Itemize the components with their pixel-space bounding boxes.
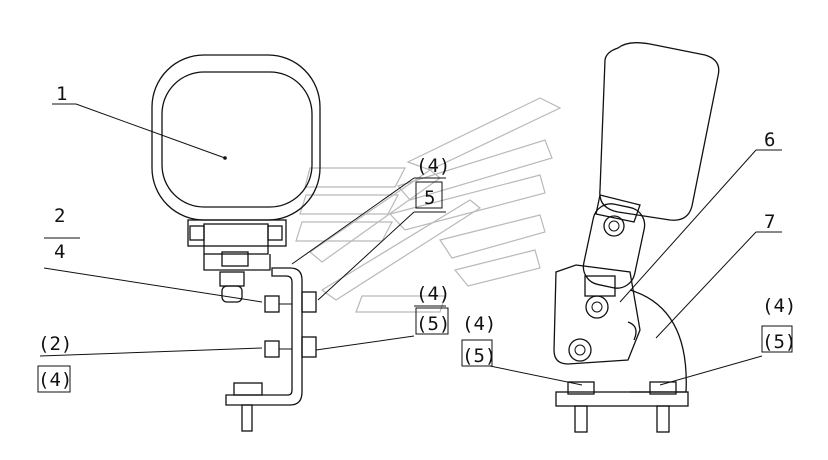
callout-2: 2 — [54, 205, 65, 227]
clamp-lip — [627, 321, 637, 341]
leader-lines — [37, 103, 793, 393]
clamp-washer — [585, 295, 609, 319]
pivot-bolt-end — [221, 285, 243, 303]
lamp-lens — [161, 71, 313, 208]
lamp-bracket-lower — [203, 254, 271, 271]
callout-1: 1 — [56, 83, 67, 105]
base-bolt-left — [574, 405, 588, 433]
callout-4-paren-mid: (4) — [416, 283, 450, 305]
arm-top-pivot — [603, 215, 625, 237]
clamp-bolt — [568, 338, 592, 362]
clamp-nut — [584, 275, 616, 297]
base-plate — [555, 391, 689, 407]
callout-5-paren-mid: (5) — [416, 313, 450, 335]
base-bracket-curve — [629, 289, 687, 393]
adjust-arm — [582, 203, 646, 289]
base-bolt-shank — [241, 404, 253, 432]
callout-4: 4 — [54, 241, 65, 263]
work-lamp-side-view — [553, 42, 720, 433]
lamp-mount-base — [187, 219, 287, 247]
clamp-plate — [553, 264, 641, 365]
company-logo-watermark — [295, 97, 562, 313]
lug-nut-right — [267, 225, 283, 241]
base-nut-right — [649, 381, 677, 395]
pivot-nut — [221, 251, 249, 267]
lamp-bracket-upper — [203, 223, 269, 255]
callout-5: 5 — [424, 187, 435, 209]
callout-4-paren-top: (4) — [416, 155, 450, 177]
callout-5-paren-far: (5) — [762, 331, 796, 353]
callout-4-paren-far: (4) — [762, 295, 796, 317]
callout-7: 7 — [764, 211, 775, 233]
callout-2-paren: (2) — [38, 333, 72, 355]
base-bolt-right — [656, 405, 670, 433]
base-nut-left — [567, 381, 595, 395]
callout-4-paren-left: (4) — [38, 369, 72, 391]
pivot-washer — [219, 271, 245, 287]
work-lamp-front-view — [151, 54, 321, 432]
bracket-bolt-lower-right — [301, 336, 317, 358]
bracket-nut-upper-left — [264, 295, 280, 313]
callout-labels: 1 2 4 (2) (4) (4) 5 (4) (5) (4) (5) 6 7 … — [38, 83, 796, 391]
bracket-nut-lower-left — [264, 340, 280, 358]
base-bolt-head — [233, 382, 263, 396]
callout-6: 6 — [764, 129, 775, 151]
l-mount-bracket — [225, 267, 303, 406]
callout-5-paren-right: (5) — [462, 345, 496, 367]
callout-4-paren-right: (4) — [462, 313, 496, 335]
side-lamp-housing — [599, 42, 720, 221]
bracket-bolt-upper-right — [301, 291, 317, 313]
lug-nut-left — [189, 225, 205, 241]
side-lamp-neck — [595, 194, 641, 223]
